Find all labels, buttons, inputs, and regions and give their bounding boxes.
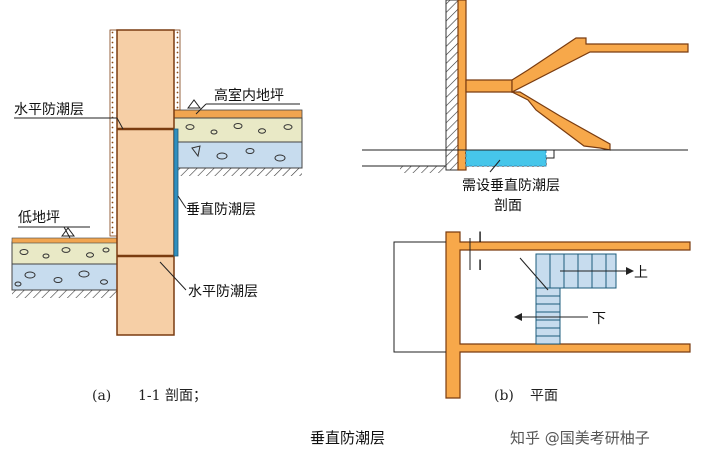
wall-plaster-right-upper — [173, 29, 181, 111]
section-mark-top: I — [478, 230, 482, 246]
handrail — [519, 257, 549, 291]
label-up: 上 — [634, 265, 648, 281]
up-arrow-head — [626, 267, 634, 275]
leader-lines — [14, 103, 300, 291]
figure-title: 垂直防潮层 — [310, 429, 385, 447]
label-horizontal-dpc-top: 水平防潮层 — [14, 102, 84, 118]
elevation-wall — [457, 0, 467, 171]
foundation-wall — [116, 29, 175, 336]
vertical-membrane — [173, 128, 179, 257]
elevation-wall-hatch — [445, 0, 459, 171]
section-view: 高室内地坪 水平防潮层 低地坪 垂直防潮层 水平防潮层 — [11, 29, 303, 336]
low-ground-hatch — [12, 290, 117, 298]
pit-water — [465, 149, 547, 167]
label-vertical-dpc: 垂直防潮层 — [186, 201, 256, 218]
high-ground-hatch — [174, 168, 302, 176]
label-high-floor: 高室内地坪 — [214, 87, 284, 104]
high-floor-finish — [173, 109, 303, 119]
caption-a-text: 1-1 剖面； — [138, 388, 207, 404]
low-floor-aggregate — [14, 247, 110, 287]
high-floor-aggregate — [185, 123, 293, 162]
lower-flight — [511, 91, 611, 151]
plan-outline — [393, 241, 446, 353]
low-floor-soil — [11, 263, 118, 291]
high-floor-concrete — [173, 117, 303, 143]
caption-b-letter: (b) — [494, 388, 514, 404]
label-need-vertical: 需设垂直防潮层 — [462, 177, 560, 194]
label-section: 剖面 — [494, 198, 522, 214]
landing-slab — [465, 79, 513, 93]
high-floor-marker — [187, 99, 201, 109]
wall-plaster-left — [109, 29, 118, 237]
low-floor-marker — [61, 227, 75, 237]
upper-flight — [511, 37, 689, 93]
label-low-floor: 低地坪 — [18, 210, 60, 226]
pit-leader — [489, 159, 501, 173]
label-down: 下 — [592, 311, 606, 327]
down-arrow-head — [514, 313, 522, 321]
elevation-view: 需设垂直防潮层 剖面 — [362, 0, 689, 214]
stair-lower-run — [535, 287, 561, 345]
caption-a-letter: (a) — [92, 388, 111, 404]
watermark: 知乎 @国美考研柚子 — [510, 429, 650, 447]
label-horizontal-dpc-bottom: 水平防潮层 — [188, 284, 258, 300]
ground-hatch-left — [400, 166, 446, 173]
section-mark-bottom: I — [478, 258, 482, 274]
plan-view: I I 上 下 — [393, 230, 691, 399]
caption-b-text: 平面 — [530, 388, 558, 404]
low-floor-finish — [11, 237, 118, 244]
